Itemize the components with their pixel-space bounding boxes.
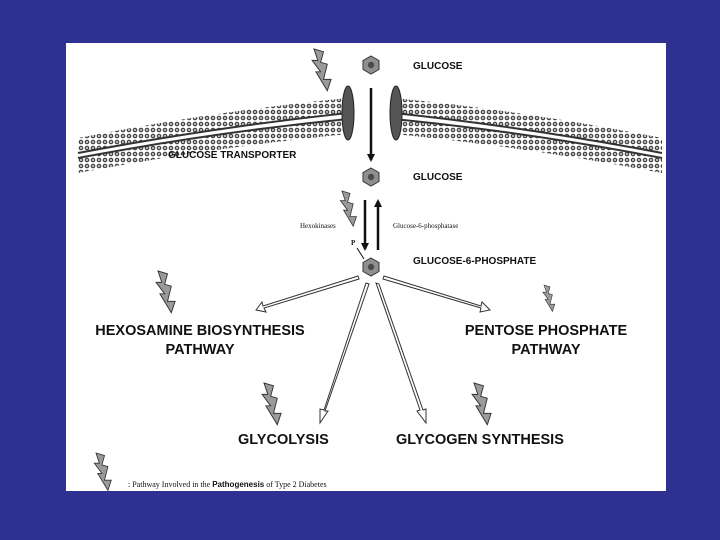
legend-prefix: : Pathway Involved in the — [128, 480, 213, 489]
hexosamine-pathway-label: HEXOSAMINE BIOSYNTHESIS PATHWAY — [76, 322, 324, 360]
glucose-6-phosphate-label: GLUCOSE-6-PHOSPHATE — [413, 256, 537, 267]
glucose-outside-label: GLUCOSE — [413, 61, 463, 72]
lightning-bolt-icon — [471, 382, 492, 426]
pentose-line-2: PATHWAY — [511, 341, 581, 358]
arrow-to-hexosamine — [255, 275, 360, 313]
lightning-bolt-icon — [261, 382, 282, 426]
pentose-line-1: PENTOSE PHOSPHATE — [464, 323, 628, 339]
hexosamine-line-1: HEXOSAMINE BIOSYNTHESIS — [95, 323, 305, 339]
glucose-inside-icon — [362, 167, 380, 187]
hexosamine-line-2: PATHWAY — [165, 341, 235, 358]
glycolysis-label: GLYCOLYSIS — [238, 432, 329, 448]
phosphate-bond — [356, 247, 365, 260]
lightning-bolt-icon — [311, 48, 332, 92]
g6pase-label: Glucose-6-phosphatase — [393, 222, 459, 230]
cell-membrane-left — [77, 98, 349, 173]
arrow-to-pentose — [382, 275, 492, 313]
cell-membrane-right — [393, 98, 663, 173]
lightning-bolt-icon — [155, 270, 176, 314]
glycogen-synthesis-label: GLYCOGEN SYNTHESIS — [396, 432, 564, 448]
pentose-pathway-label: PENTOSE PHOSPHATE PATHWAY — [444, 322, 648, 360]
lightning-bolt-icon — [542, 284, 556, 312]
lightning-bolt-icon — [93, 452, 112, 491]
lightning-bolt-icon — [339, 190, 357, 227]
arrow-to-glycogen — [375, 282, 427, 425]
pathway-diagram — [77, 48, 663, 491]
hexokinases-label: Hexokinases — [300, 222, 336, 230]
glucose-6-phosphate-icon — [362, 257, 380, 277]
phosphate-label: P — [351, 239, 356, 247]
diagram-panel: GLUCOSE GLUCOSE TRANSPORTER GLUCOSE Hexo… — [66, 43, 666, 491]
glucose-inside-label: GLUCOSE — [413, 172, 463, 183]
legend: : Pathway Involved in the Pathogenesis o… — [128, 480, 327, 489]
glucose-transporter-label: GLUCOSE TRANSPORTER — [168, 150, 297, 161]
legend-suffix: of Type 2 Diabetes — [264, 480, 327, 489]
legend-emphasis: Pathogenesis — [212, 480, 265, 489]
glucose-transporter-icon — [341, 85, 403, 141]
pathway-arrows — [255, 275, 492, 425]
arrow-to-glycolysis — [319, 282, 370, 425]
glucose-outside-icon — [362, 55, 380, 75]
